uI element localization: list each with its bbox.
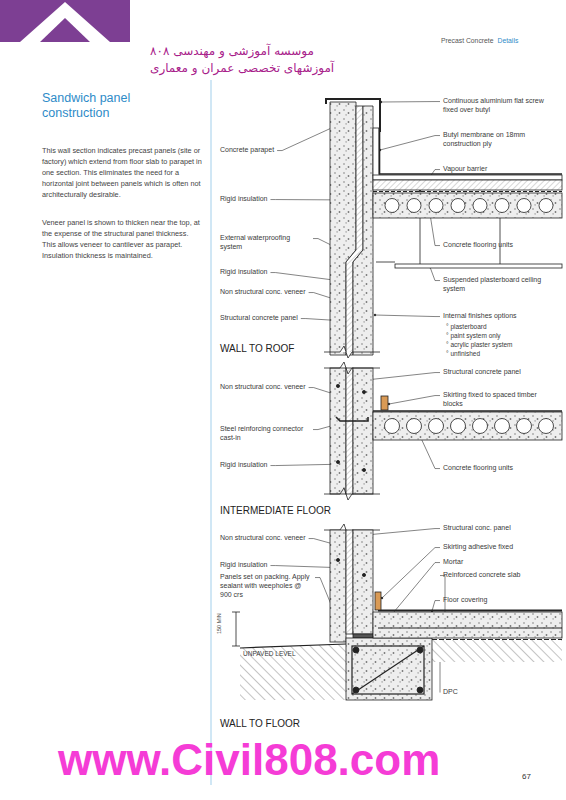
divider-line: [211, 80, 212, 785]
logo: [0, 0, 130, 42]
callout-label: Mortar: [443, 558, 463, 567]
callout-label: Reinforced concrete slab: [443, 571, 520, 580]
callout-label: Floor covering: [443, 596, 487, 605]
callout-label: Vapour barrier: [443, 165, 487, 174]
callout-label: Concrete flooring units: [443, 241, 513, 250]
leader-line: [366, 373, 440, 380]
callout-label: Structural concrete panel: [443, 368, 521, 377]
callout-label: Rigid insulation: [220, 561, 267, 570]
section-heading: Sandwich panel construction: [42, 91, 172, 121]
option-item: ° unfinished: [446, 350, 480, 358]
leader-line: [375, 315, 440, 317]
callout-label: Non structural conc. veneer: [220, 288, 306, 297]
wall-to-roof-detail: [324, 99, 562, 358]
callout-label: Structural conc. panel: [443, 524, 511, 533]
intermediate-floor-detail: [324, 362, 562, 500]
callout-label: Internal finishes options: [443, 312, 517, 321]
level-label: UNPAVED LEVEL: [243, 650, 296, 658]
wall-to-floor-detail: [232, 524, 562, 700]
callout-label: Steel reinforcing connector cast-in: [220, 425, 310, 443]
leader-line: [366, 529, 440, 535]
callout-label: Rigid insulation: [220, 268, 267, 277]
callout-label: Rigid insulation: [220, 461, 267, 470]
callout-label: Non structural conc. veneer: [220, 534, 306, 543]
leader-line: [381, 101, 440, 102]
detail-title: INTERMEDIATE FLOOR: [220, 505, 331, 518]
detail-title: WALL TO ROOF: [220, 343, 294, 356]
watermark-text: موسسه آموزشی و مهندسی ۸۰۸: [150, 44, 314, 59]
leader-line: [389, 396, 440, 404]
leader-line: [380, 136, 440, 150]
leader-line: [432, 601, 440, 611]
body-text: This wall section indicates precast pane…: [42, 146, 202, 201]
callout-label: Rigid insulation: [220, 195, 267, 204]
callout-label: DPC: [443, 688, 458, 697]
callout-label: Structural concrete panel: [220, 314, 298, 323]
leader-dot: [374, 314, 376, 316]
callout-label: Skirting fixed to spaced timber blocks: [443, 391, 543, 409]
leader-line: [382, 548, 440, 598]
watermark-url: www.Civil808.com: [58, 732, 440, 787]
callout-label: Non structural conc. veneer: [220, 383, 306, 392]
page-number: 67: [522, 772, 531, 782]
callout-label: Continuous aluminium flat screw fixed ov…: [443, 97, 553, 115]
body-text: Veneer panel is shown to thicken near th…: [42, 218, 202, 262]
watermark-text: آموزشهای تخصصی عمران و معماری: [150, 61, 334, 76]
leader-line: [313, 239, 331, 245]
option-item: ° acrylic plaster system: [446, 341, 513, 349]
detail-title: WALL TO FLOOR: [220, 718, 300, 731]
dimension-text: 150 MIN: [216, 614, 223, 635]
leader-line: [430, 214, 440, 246]
option-item: ° paint system only: [446, 332, 501, 340]
option-item: ° plasterboard: [446, 323, 487, 331]
leader-line: [420, 436, 440, 469]
callout-label: Suspended plasterboard ceiling system: [443, 276, 543, 294]
leader-line: [277, 125, 338, 151]
running-header: Details: [498, 37, 519, 45]
callout-label: Concrete flooring units: [443, 464, 513, 473]
callout-label: Panels set on packing. Apply sealant wit…: [220, 573, 312, 599]
callout-label: Skirting adhesive fixed: [443, 543, 513, 552]
running-header: Precast Concrete: [441, 37, 494, 45]
callout-label: Concrete parapet: [220, 146, 274, 155]
callout-label: Butyl membrane on 18mm construction ply: [443, 131, 553, 149]
leader-line: [430, 267, 440, 281]
callout-label: External waterproofing system: [220, 234, 310, 252]
